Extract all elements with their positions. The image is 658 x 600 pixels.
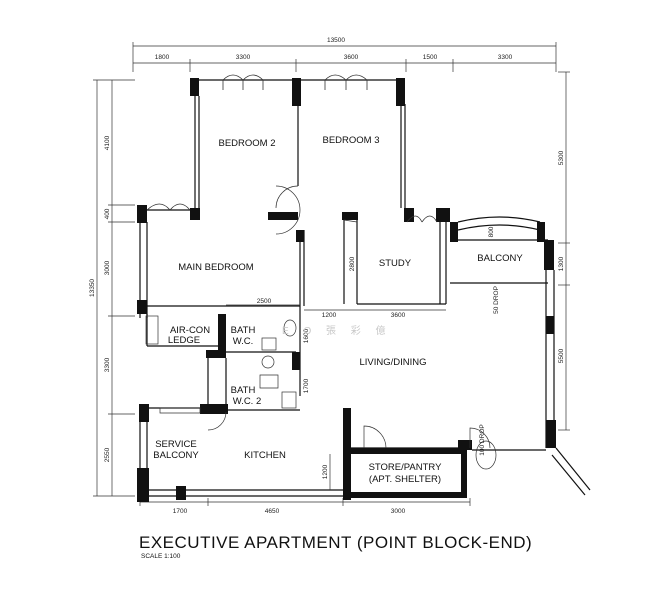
dim-top-3: 3600 <box>344 54 359 61</box>
dim-left-2: 400 <box>104 208 111 219</box>
dim-1600: 1600 <box>303 328 310 343</box>
label-service-2: BALCONY <box>153 450 199 461</box>
label-bath2-1: BATH <box>231 385 256 396</box>
plan-title: EXECUTIVE APARTMENT (POINT BLOCK-END) <box>139 533 533 552</box>
doors-windows <box>145 74 497 470</box>
dim-top-total: 13500 <box>327 37 345 44</box>
plan-scale: SCALE 1:100 <box>141 553 181 560</box>
inner-dimensions: 2500 1200 3600 2800 800 1600 1700 1200 <box>226 226 495 490</box>
dim-left-3: 3000 <box>104 260 111 275</box>
dim-1200: 1200 <box>322 312 337 319</box>
bottom-dimensions: 1700 4650 3000 <box>139 498 471 515</box>
top-dimensions: 13500 1800 3300 3600 1500 3300 <box>132 37 557 72</box>
label-drop-100: 100 DROP <box>479 424 486 455</box>
dim-2800: 2800 <box>349 256 356 271</box>
dim-right-2: 1300 <box>558 256 565 271</box>
dim-left-4: 3300 <box>104 357 111 372</box>
dim-left-total: 13350 <box>89 279 96 297</box>
dim-bottom-2: 4650 <box>265 508 280 515</box>
dim-top-5: 3300 <box>498 54 513 61</box>
walls <box>137 78 591 502</box>
dim-right-1: 5300 <box>558 150 565 165</box>
dim-1700: 1700 <box>303 378 310 393</box>
dim-1200b: 1200 <box>322 464 329 479</box>
dim-3600: 3600 <box>391 312 406 319</box>
label-drop-50: 50 DROP <box>493 286 500 314</box>
label-aircon-2: LEDGE <box>168 335 200 346</box>
label-main-bedroom: MAIN BEDROOM <box>178 262 254 273</box>
label-service-1: SERVICE <box>155 439 197 450</box>
dim-top-1: 1800 <box>155 54 170 61</box>
label-bath1-1: BATH <box>231 325 256 336</box>
label-bath1-2: W.C. <box>233 336 254 347</box>
label-store-2: (APT. SHELTER) <box>369 474 441 485</box>
label-balcony: BALCONY <box>477 253 523 264</box>
label-bedroom-2: BEDROOM 2 <box>218 138 275 149</box>
right-dimensions: 5300 1300 5500 <box>558 71 570 431</box>
dim-top-2: 3300 <box>236 54 251 61</box>
label-bath2-2: W.C. 2 <box>233 396 262 407</box>
dim-800: 800 <box>488 226 495 237</box>
label-drop-100-text: 100 DROP <box>479 424 486 455</box>
left-dimensions: 13350 4100 400 3000 3300 2550 <box>89 79 135 497</box>
dim-top-4: 1500 <box>423 54 438 61</box>
watermark: E O 張 彩 億 <box>282 324 392 337</box>
label-aircon-1: AIR-CON <box>170 325 210 336</box>
dim-right-3: 5500 <box>558 348 565 363</box>
dim-2500: 2500 <box>257 298 272 305</box>
label-living-dining: LIVING/DINING <box>359 357 426 368</box>
label-study: STUDY <box>379 258 412 269</box>
label-bedroom-3: BEDROOM 3 <box>322 135 379 146</box>
label-drop-50-text: 50 DROP <box>493 286 500 314</box>
dim-bottom-3: 3000 <box>391 508 406 515</box>
dim-bottom-1: 1700 <box>173 508 188 515</box>
room-labels: BEDROOM 2 BEDROOM 3 MAIN BEDROOM STUDY B… <box>153 135 523 485</box>
dim-left-1: 4100 <box>104 135 111 150</box>
label-kitchen: KITCHEN <box>244 450 286 461</box>
label-store-1: STORE/PANTRY <box>369 462 443 473</box>
dim-left-5: 2550 <box>104 447 111 462</box>
